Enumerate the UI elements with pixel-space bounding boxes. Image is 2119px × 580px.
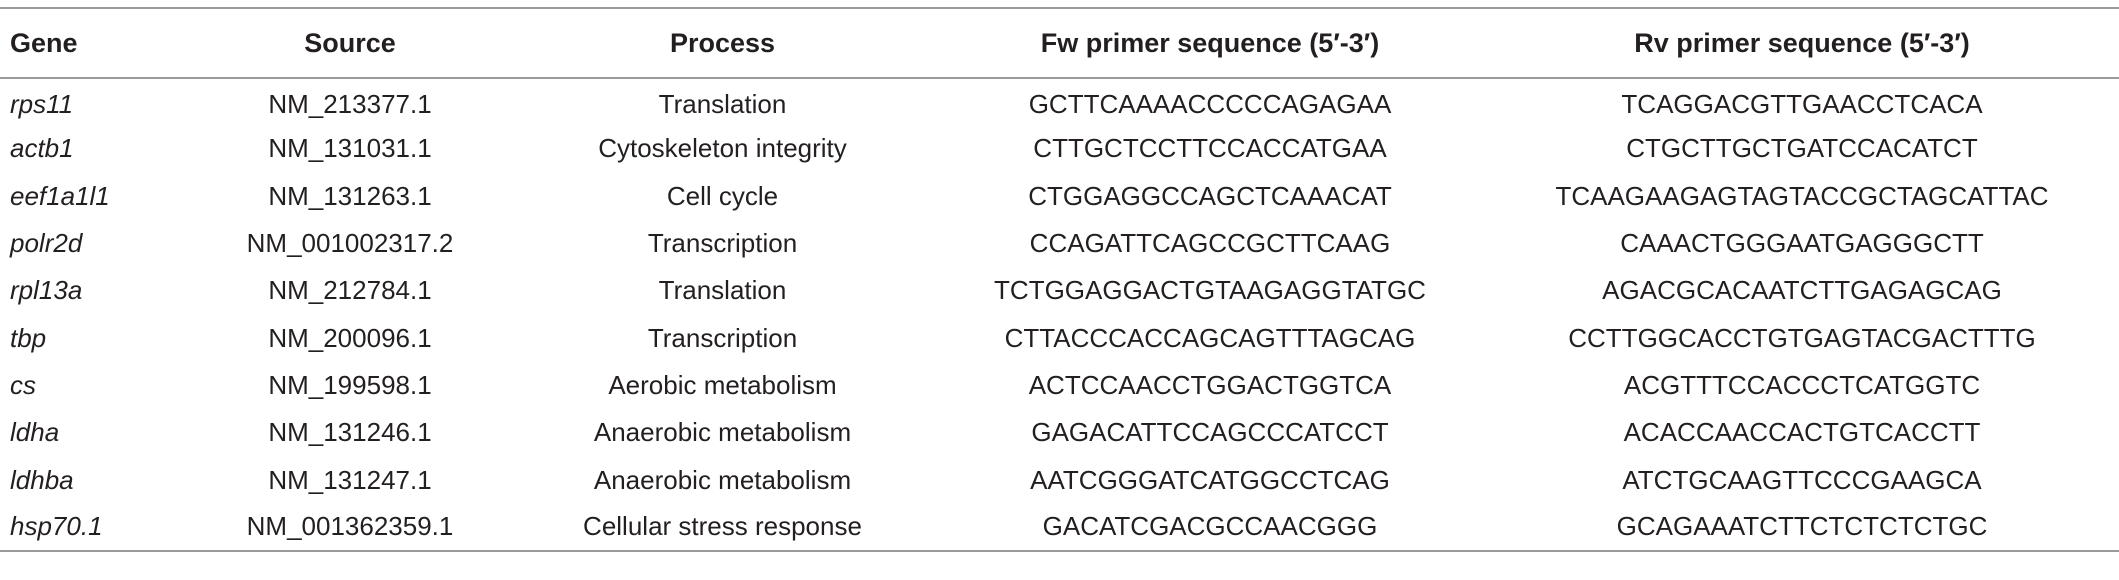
table-row: eef1a1l1 NM_131263.1 Cell cycle CTGGAGGC… bbox=[0, 173, 2119, 220]
cell-rv-primer: AGACGCACAATCTTGAGAGCAG bbox=[1602, 275, 2002, 306]
cell-process: Cellular stress response bbox=[583, 511, 862, 542]
table-row: rpl13a NM_212784.1 Translation TCTGGAGGA… bbox=[0, 267, 2119, 314]
cell-process: Transcription bbox=[647, 228, 798, 259]
header-rv-primer: Rv primer sequence (5′-3′) bbox=[1634, 27, 1970, 58]
cell-source: NM_131246.1 bbox=[268, 417, 432, 448]
cell-rv-primer: ACGTTTCCACCCTCATGGTC bbox=[1623, 369, 1981, 400]
table-row: rps11 NM_213377.1 Translation GCTTCAAAAC… bbox=[0, 78, 2119, 125]
cell-gene: tbp bbox=[10, 322, 47, 353]
header-fw-primer: Fw primer sequence (5′-3′) bbox=[1040, 27, 1380, 58]
cell-source: NM_001002317.2 bbox=[246, 228, 454, 259]
cell-rv-primer: CCTTGGCACCTGTGAGTACGACTTTG bbox=[1568, 322, 2036, 353]
cell-gene: cs bbox=[10, 369, 36, 400]
cell-fw-primer: CCAGATTCAGCCGCTTCAAG bbox=[1029, 228, 1391, 259]
header-row: Gene Source Process Fw primer sequence (… bbox=[0, 8, 2119, 78]
table-row: polr2d NM_001002317.2 Transcription CCAG… bbox=[0, 220, 2119, 267]
cell-process: Anaerobic metabolism bbox=[593, 464, 852, 495]
table-row: ldhba NM_131247.1 Anaerobic metabolism A… bbox=[0, 456, 2119, 503]
cell-process: Anaerobic metabolism bbox=[593, 417, 852, 448]
cell-gene: polr2d bbox=[10, 228, 83, 259]
cell-gene: ldha bbox=[10, 417, 60, 448]
cell-source: NM_199598.1 bbox=[268, 369, 432, 400]
cell-rv-primer: CAAACTGGGAATGAGGGCTT bbox=[1620, 228, 1984, 259]
table-row: hsp70.1 NM_001362359.1 Cellular stress r… bbox=[0, 504, 2119, 551]
cell-source: NM_001362359.1 bbox=[246, 511, 454, 542]
cell-rv-primer: TCAAGAAGAGTAGTACCGCTAGCATTAC bbox=[1555, 180, 2049, 211]
cell-fw-primer: AATCGGGATCATGGCCTCAG bbox=[1030, 464, 1390, 495]
cell-rv-primer: ATCTGCAAGTTCCCGAAGCA bbox=[1622, 464, 1982, 495]
cell-source: NM_213377.1 bbox=[268, 88, 432, 119]
cell-rv-primer: GCAGAAATCTTCTCTCTCTGC bbox=[1616, 511, 1988, 542]
table-body: rps11 NM_213377.1 Translation GCTTCAAAAC… bbox=[0, 78, 2119, 551]
cell-process: Cytoskeleton integrity bbox=[598, 133, 847, 164]
cell-process: Translation bbox=[658, 275, 787, 306]
table-row: actb1 NM_131031.1 Cytoskeleton integrity… bbox=[0, 125, 2119, 172]
cell-source: NM_131263.1 bbox=[268, 180, 432, 211]
cell-process: Aerobic metabolism bbox=[608, 369, 837, 400]
cell-rv-primer: CTGCTTGCTGATCCACATCT bbox=[1626, 133, 1978, 164]
cell-gene: rpl13a bbox=[10, 275, 83, 306]
cell-gene: rps11 bbox=[10, 88, 74, 119]
header-process: Process bbox=[669, 27, 776, 58]
table-row: cs NM_199598.1 Aerobic metabolism ACTCCA… bbox=[0, 362, 2119, 409]
cell-source: NM_200096.1 bbox=[268, 322, 432, 353]
cell-gene: actb1 bbox=[10, 133, 74, 164]
header-source: Source bbox=[304, 27, 396, 58]
cell-source: NM_131247.1 bbox=[268, 464, 432, 495]
cell-fw-primer: TCTGGAGGACTGTAAGAGGTATGC bbox=[994, 275, 1426, 306]
primer-table: Gene Source Process Fw primer sequence (… bbox=[0, 7, 2119, 552]
table-header: Gene Source Process Fw primer sequence (… bbox=[0, 8, 2119, 78]
cell-rv-primer: TCAGGACGTTGAACCTCACA bbox=[1621, 88, 1983, 119]
cell-process: Translation bbox=[658, 88, 787, 119]
cell-fw-primer: CTTGCTCCTTCCACCATGAA bbox=[1033, 133, 1387, 164]
cell-fw-primer: GCTTCAAAACCCCCAGAGAA bbox=[1028, 88, 1392, 119]
cell-fw-primer: CTGGAGGCCAGCTCAAACAT bbox=[1028, 180, 1392, 211]
cell-process: Transcription bbox=[647, 322, 798, 353]
header-gene: Gene bbox=[10, 27, 78, 58]
cell-rv-primer: ACACCAACCACTGTCACCTT bbox=[1623, 417, 1981, 448]
cell-source: NM_212784.1 bbox=[268, 275, 432, 306]
table-row: tbp NM_200096.1 Transcription CTTACCCACC… bbox=[0, 314, 2119, 361]
cell-fw-primer: ACTCCAACCTGGACTGGTCA bbox=[1028, 369, 1392, 400]
table-row: ldha NM_131246.1 Anaerobic metabolism GA… bbox=[0, 409, 2119, 456]
cell-process: Cell cycle bbox=[666, 180, 779, 211]
cell-gene: ldhba bbox=[10, 464, 74, 495]
cell-gene: eef1a1l1 bbox=[10, 180, 110, 211]
cell-fw-primer: GACATCGACGCCAACGGG bbox=[1042, 511, 1378, 542]
cell-gene: hsp70.1 bbox=[10, 511, 103, 542]
cell-fw-primer: GAGACATTCCAGCCCATCCT bbox=[1031, 417, 1389, 448]
cell-source: NM_131031.1 bbox=[268, 133, 432, 164]
cell-fw-primer: CTTACCCACCAGCAGTTTAGCAG bbox=[1004, 322, 1416, 353]
